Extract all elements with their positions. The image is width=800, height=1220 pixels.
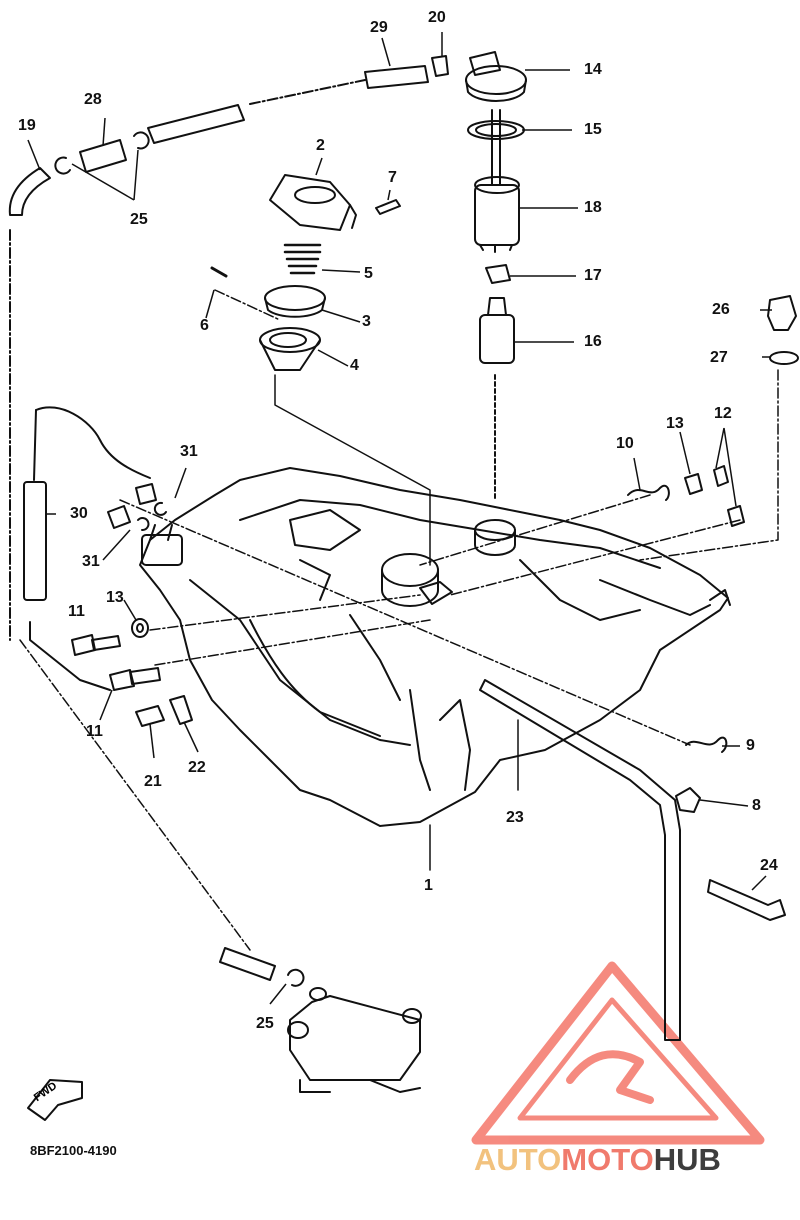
callout-21: 21 (144, 773, 162, 790)
filler-cap-assembly (259, 174, 357, 371)
callout-8: 8 (752, 797, 761, 814)
callout-18: 18 (584, 199, 602, 216)
callout-29: 29 (370, 19, 388, 36)
callout-24: 24 (760, 857, 778, 874)
callout-13a: 13 (666, 415, 684, 432)
callout-9: 9 (746, 737, 755, 754)
callout-26: 26 (712, 301, 730, 318)
callout-leaders (27, 32, 772, 1005)
callout-15: 15 (584, 121, 602, 138)
fuel-cock (219, 947, 422, 1093)
hoses-top (8, 55, 449, 641)
callout-3: 3 (362, 313, 371, 330)
small-parts-right (210, 199, 799, 921)
fuel-tank (139, 467, 731, 827)
callout-31a: 31 (180, 443, 198, 460)
callout-25b: 25 (256, 1015, 274, 1032)
callout-12: 12 (714, 405, 732, 422)
callout-23: 23 (506, 809, 524, 826)
callout-11b: 11 (86, 723, 103, 740)
callout-13b: 13 (106, 589, 124, 606)
callout-22: 22 (188, 759, 206, 776)
callout-31b: 31 (82, 553, 100, 570)
callout-7: 7 (388, 169, 397, 186)
callout-1: 1 (424, 877, 433, 894)
fwd-arrow-icon (27, 1079, 83, 1121)
callout-2: 2 (316, 137, 325, 154)
callout-17: 17 (584, 267, 602, 284)
callout-25a: 25 (130, 211, 148, 228)
diagram-code: 8BF2100-4190 (30, 1143, 117, 1158)
callout-6: 6 (200, 317, 209, 334)
watermark-auto: AUTO (474, 1142, 562, 1177)
watermark-moto: MOTO (561, 1142, 654, 1177)
watermark-logo (471, 961, 765, 1145)
leader-lines (19, 289, 779, 951)
watermark-hub: HUB (653, 1142, 721, 1177)
watermark-text: AUTOMOTOHUB (474, 1142, 721, 1178)
callout-20: 20 (428, 9, 446, 26)
fasteners (71, 483, 193, 727)
callout-16: 16 (584, 333, 602, 350)
callout-4: 4 (350, 357, 359, 374)
callout-11a: 11 (68, 603, 85, 620)
callout-14: 14 (584, 61, 602, 78)
callout-30: 30 (70, 505, 88, 522)
callout-19: 19 (18, 117, 36, 134)
breather-pipe (479, 679, 681, 1041)
callout-5: 5 (364, 265, 373, 282)
overflow-hose (23, 406, 151, 691)
callout-27: 27 (710, 349, 728, 366)
callout-10: 10 (616, 435, 634, 452)
callout-28: 28 (84, 91, 102, 108)
